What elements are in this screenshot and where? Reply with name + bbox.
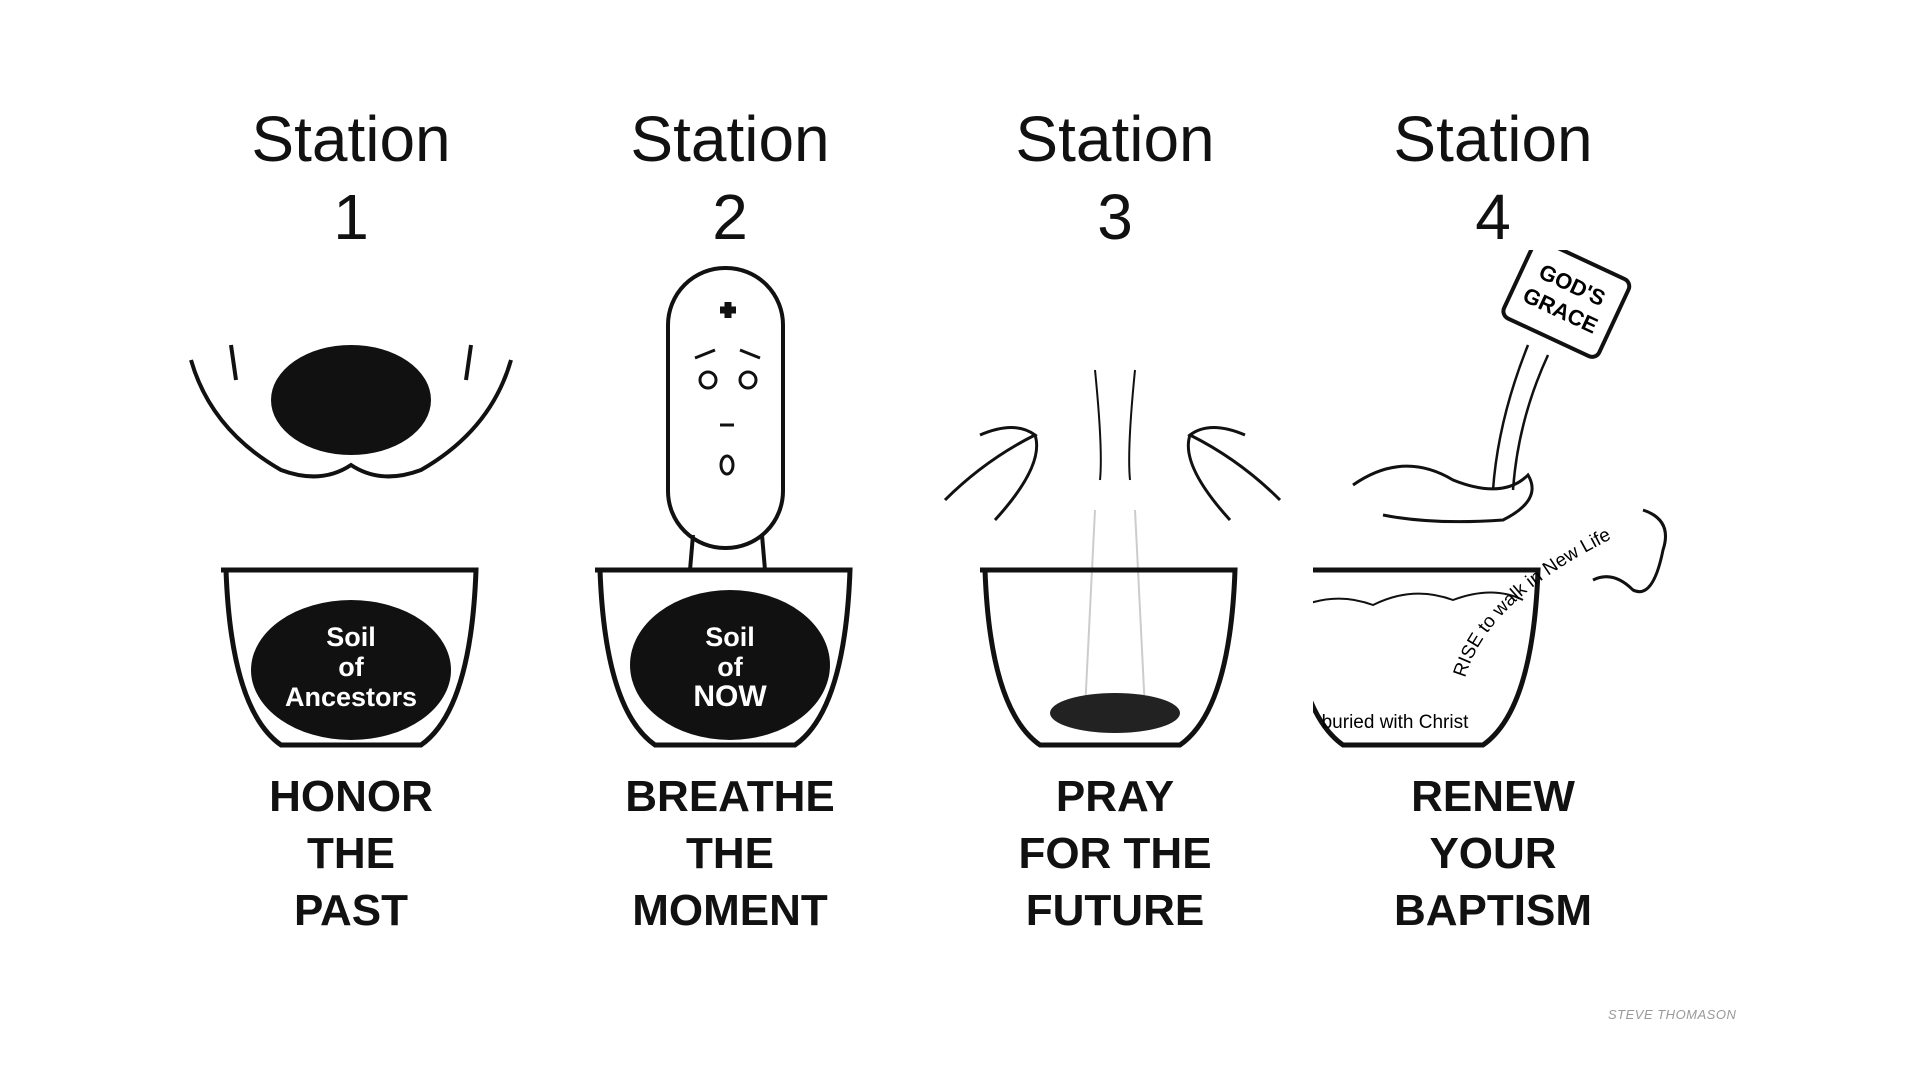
station-number: 4	[1475, 181, 1511, 253]
bowl-text: Soil	[326, 622, 376, 652]
station-label: RENEW YOUR BAPTISM	[1313, 768, 1673, 939]
hands-holding-soil-illustration: Soil of Ancestors	[189, 344, 513, 748]
station-label: HONOR THE PAST	[171, 768, 531, 939]
arc-text: RISE to walk in New Life	[1450, 524, 1614, 679]
label-line: MOMENT	[632, 886, 828, 935]
label-line: BAPTISM	[1394, 886, 1592, 935]
label-line: PAST	[293, 886, 409, 935]
gods-grace-pitcher: GOD'S GRACE	[1501, 250, 1632, 359]
label-line: YOUR	[1429, 829, 1557, 878]
station-number: 3	[1097, 181, 1133, 253]
station-number: 1	[333, 181, 369, 253]
station-word: Station	[1393, 103, 1593, 175]
station-label: PRAY FOR THE FUTURE	[935, 768, 1295, 939]
hands-scattering-seeds-illustration	[943, 369, 1282, 748]
label-line: RENEW	[1411, 772, 1575, 821]
bowl-text: buried with Christ	[1322, 712, 1469, 733]
pitcher-pouring-water-illustration: GOD'S GRACE RISE to walk in New Life bur…	[1313, 250, 1667, 748]
label-line: HONOR	[269, 772, 433, 821]
label-line: BREATHE	[625, 772, 835, 821]
label-line: FUTURE	[1025, 886, 1205, 935]
label-line: FOR THE	[1018, 829, 1212, 878]
station-label: BREATHE THE MOMENT	[550, 768, 910, 939]
station-word: Station	[1015, 103, 1215, 175]
station-number: 2	[712, 181, 748, 253]
arc-text-path: RISE to walk in New Life	[1450, 524, 1614, 679]
label-line: THE	[307, 829, 395, 878]
face-breathing-illustration: Soil of NOW	[595, 266, 853, 748]
bowl-text: of	[338, 652, 364, 682]
bowl-text: NOW	[693, 680, 767, 713]
station-word: Station	[630, 103, 830, 175]
bowl-text: of	[717, 652, 743, 682]
label-line: PRAY	[1055, 772, 1175, 821]
label-line: THE	[686, 829, 774, 878]
bowl-text: Soil	[705, 622, 755, 652]
station-word: Station	[251, 103, 451, 175]
bowl-text: Ancestors	[285, 682, 417, 712]
artist-signature: STEVE THOMASON	[1608, 1007, 1737, 1022]
